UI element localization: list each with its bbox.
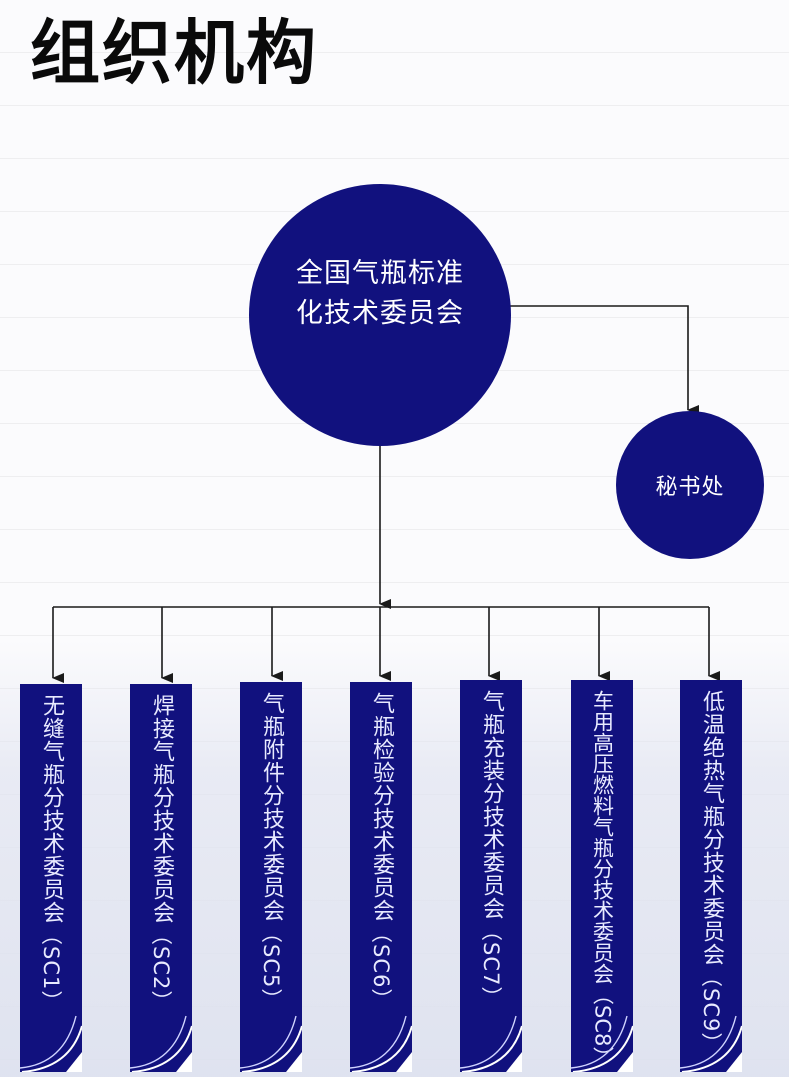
corner-swoosh-icon — [130, 1015, 192, 1072]
secretariat-node: 秘书处 — [616, 411, 764, 559]
root-node-committee: 全国气瓶标准 化技术委员会 — [249, 184, 511, 446]
subcommittee-name: 气瓶检验分技术委员会 — [369, 692, 394, 922]
corner-swoosh-icon — [460, 1015, 522, 1072]
subcommittee-code: （SC7） — [479, 920, 503, 1009]
subcommittee-name: 气瓶充装分技术委员会 — [479, 690, 504, 920]
corner-swoosh-icon — [571, 1015, 633, 1072]
corner-swoosh-icon — [240, 1015, 302, 1072]
subcommittee-sc2: 焊接气瓶分技术委员会（SC2） — [130, 684, 192, 1072]
connector-root-secretariat — [508, 305, 699, 415]
subcommittee-sc9: 低温绝热气瓶分技术委员会（SC9） — [680, 680, 742, 1072]
subcommittee-name: 气瓶附件分技术委员会 — [259, 692, 284, 922]
root-label-line1: 全国气瓶标准 — [296, 258, 464, 289]
subcommittee-code: （SC5） — [259, 922, 283, 1011]
subcommittee-sc6: 气瓶检验分技术委员会（SC6） — [350, 682, 412, 1072]
subcommittee-code: （SC6） — [369, 922, 393, 1011]
subcommittee-sc7: 气瓶充装分技术委员会（SC7） — [460, 680, 522, 1072]
subcommittee-name: 低温绝热气瓶分技术委员会 — [699, 690, 724, 966]
subcommittee-name: 焊接气瓶分技术委员会 — [149, 694, 174, 924]
subcommittee-code: （SC2） — [149, 924, 173, 1013]
corner-swoosh-icon — [680, 1015, 742, 1072]
corner-swoosh-icon — [20, 1015, 82, 1072]
subcommittee-sc8: 车用高压燃料气瓶分技术委员会（SC8） — [571, 680, 633, 1072]
subcommittee-code: （SC9） — [699, 966, 723, 1055]
subcommittee-code: （SC8） — [590, 984, 615, 1068]
secretariat-label: 秘书处 — [655, 475, 725, 500]
subcommittee-name: 无缝气瓶分技术委员会 — [39, 694, 64, 924]
subcommittee-sc1: 无缝气瓶分技术委员会（SC1） — [20, 684, 82, 1072]
corner-swoosh-icon — [350, 1015, 412, 1072]
subcommittee-name: 车用高压燃料气瓶分技术委员会 — [590, 690, 615, 984]
subcommittee-sc5: 气瓶附件分技术委员会（SC5） — [240, 682, 302, 1072]
root-label-line2: 化技术委员会 — [296, 298, 464, 329]
page-title: 组织机构 — [30, 11, 318, 94]
subcommittee-code: （SC1） — [39, 924, 63, 1013]
